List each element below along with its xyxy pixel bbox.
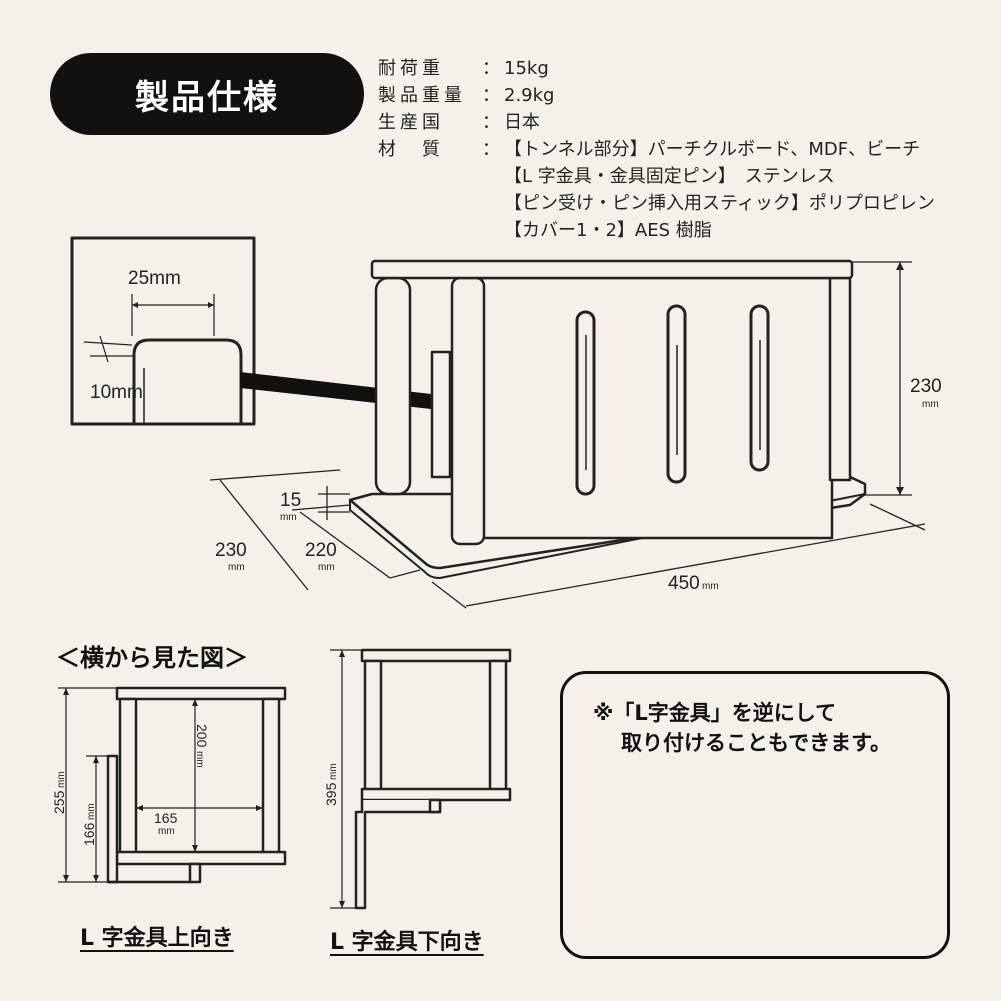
title: 製品仕様 bbox=[135, 77, 279, 118]
depth-outer-dim-label: 230 bbox=[215, 540, 247, 561]
note-line-2: 取り付けることもできます。 bbox=[621, 731, 892, 755]
product-3d bbox=[348, 259, 867, 579]
spec-row-origin: 生産国 ： 日本 bbox=[378, 109, 988, 136]
depth-outer-dim-unit: mm bbox=[228, 562, 245, 573]
spec-value: 【ピン受け・ピン挿入用スティック】ポリプロピレン bbox=[504, 193, 935, 214]
bracket-height-dim-label: 166 bbox=[81, 822, 97, 846]
spec-value: 【カバー1・2】AES 樹脂 bbox=[504, 220, 712, 241]
bracket-height-dim-unit: mm bbox=[86, 803, 97, 820]
spec-value: 2.9kg bbox=[504, 85, 555, 106]
total-height-dim-unit: mm bbox=[328, 763, 339, 780]
main-dimension-lines bbox=[209, 261, 926, 609]
spec-row-load: 耐荷重 ： 15kg bbox=[378, 55, 988, 82]
inner-width-dim-label: 165 bbox=[154, 810, 178, 826]
detail-thickness-label: 10mm bbox=[90, 382, 143, 403]
depth-inner-dim-unit: mm bbox=[318, 562, 335, 573]
base-step-dim-unit: mm bbox=[280, 512, 297, 523]
spec-list: 耐荷重 ： 15kg 製品重量 ： 2.9kg 生産国 ： 日本 材 質 ： 【… bbox=[378, 55, 988, 244]
spec-row-weight: 製品重量 ： 2.9kg bbox=[378, 82, 988, 109]
note-box: ※「L字金具」を逆にして 取り付けることもできます。 bbox=[560, 671, 950, 959]
inner-height-dim-unit: mm bbox=[194, 751, 205, 768]
note-line-1: ※「L字金具」を逆にして bbox=[593, 701, 837, 725]
spec-colon: ： bbox=[482, 112, 500, 133]
spec-colon: ： bbox=[482, 139, 500, 160]
base-step-dim-label: 15 bbox=[280, 490, 301, 511]
side-view-up bbox=[58, 686, 287, 884]
spec-label: 耐荷重 bbox=[378, 58, 444, 79]
note-text: ※「L字金具」を逆にして 取り付けることもできます。 bbox=[593, 698, 933, 758]
detail-inset bbox=[70, 236, 440, 426]
detail-width-label: 25mm bbox=[128, 268, 181, 289]
width-dim-unit: mm bbox=[702, 581, 719, 592]
spec-row-material: 材 質 ： 【トンネル部分】パーチクルボード、MDF、ビーチ 【L 字金具・金具… bbox=[378, 136, 988, 244]
bracket-up-caption: L 字金具上向き bbox=[80, 926, 234, 951]
depth-inner-dim-label: 220 bbox=[305, 540, 337, 561]
spec-label: 生産国 bbox=[378, 112, 444, 133]
total-height-dim-label: 395 bbox=[323, 782, 339, 806]
spec-label: 製品重量 bbox=[378, 85, 466, 106]
height-dim-label: 230 bbox=[910, 376, 942, 397]
bracket-down-caption: L 字金具下向き bbox=[330, 930, 484, 955]
spec-colon: ： bbox=[482, 58, 500, 79]
spec-label: 材 質 bbox=[378, 139, 444, 160]
spec-colon: ： bbox=[482, 85, 500, 106]
height-dim-unit: mm bbox=[922, 399, 939, 410]
spec-value: 【トンネル部分】パーチクルボード、MDF、ビーチ bbox=[504, 139, 921, 160]
side-view-down bbox=[330, 648, 512, 910]
inner-height-dim-label: 200 bbox=[194, 724, 210, 748]
side-view-title: ＜横から見た図＞ bbox=[56, 644, 248, 672]
title-pill: 製品仕様 bbox=[50, 53, 364, 135]
spec-value: 【L 字金具・金具固定ピン】 ステンレス bbox=[504, 166, 835, 187]
width-dim-label: 450 bbox=[668, 573, 700, 594]
spec-value: 15kg bbox=[504, 58, 549, 79]
spec-value: 日本 bbox=[504, 112, 540, 133]
outer-height-dim-unit: mm bbox=[56, 771, 67, 788]
outer-height-dim-label: 255 bbox=[51, 790, 67, 814]
inner-width-dim-unit: mm bbox=[158, 826, 175, 837]
